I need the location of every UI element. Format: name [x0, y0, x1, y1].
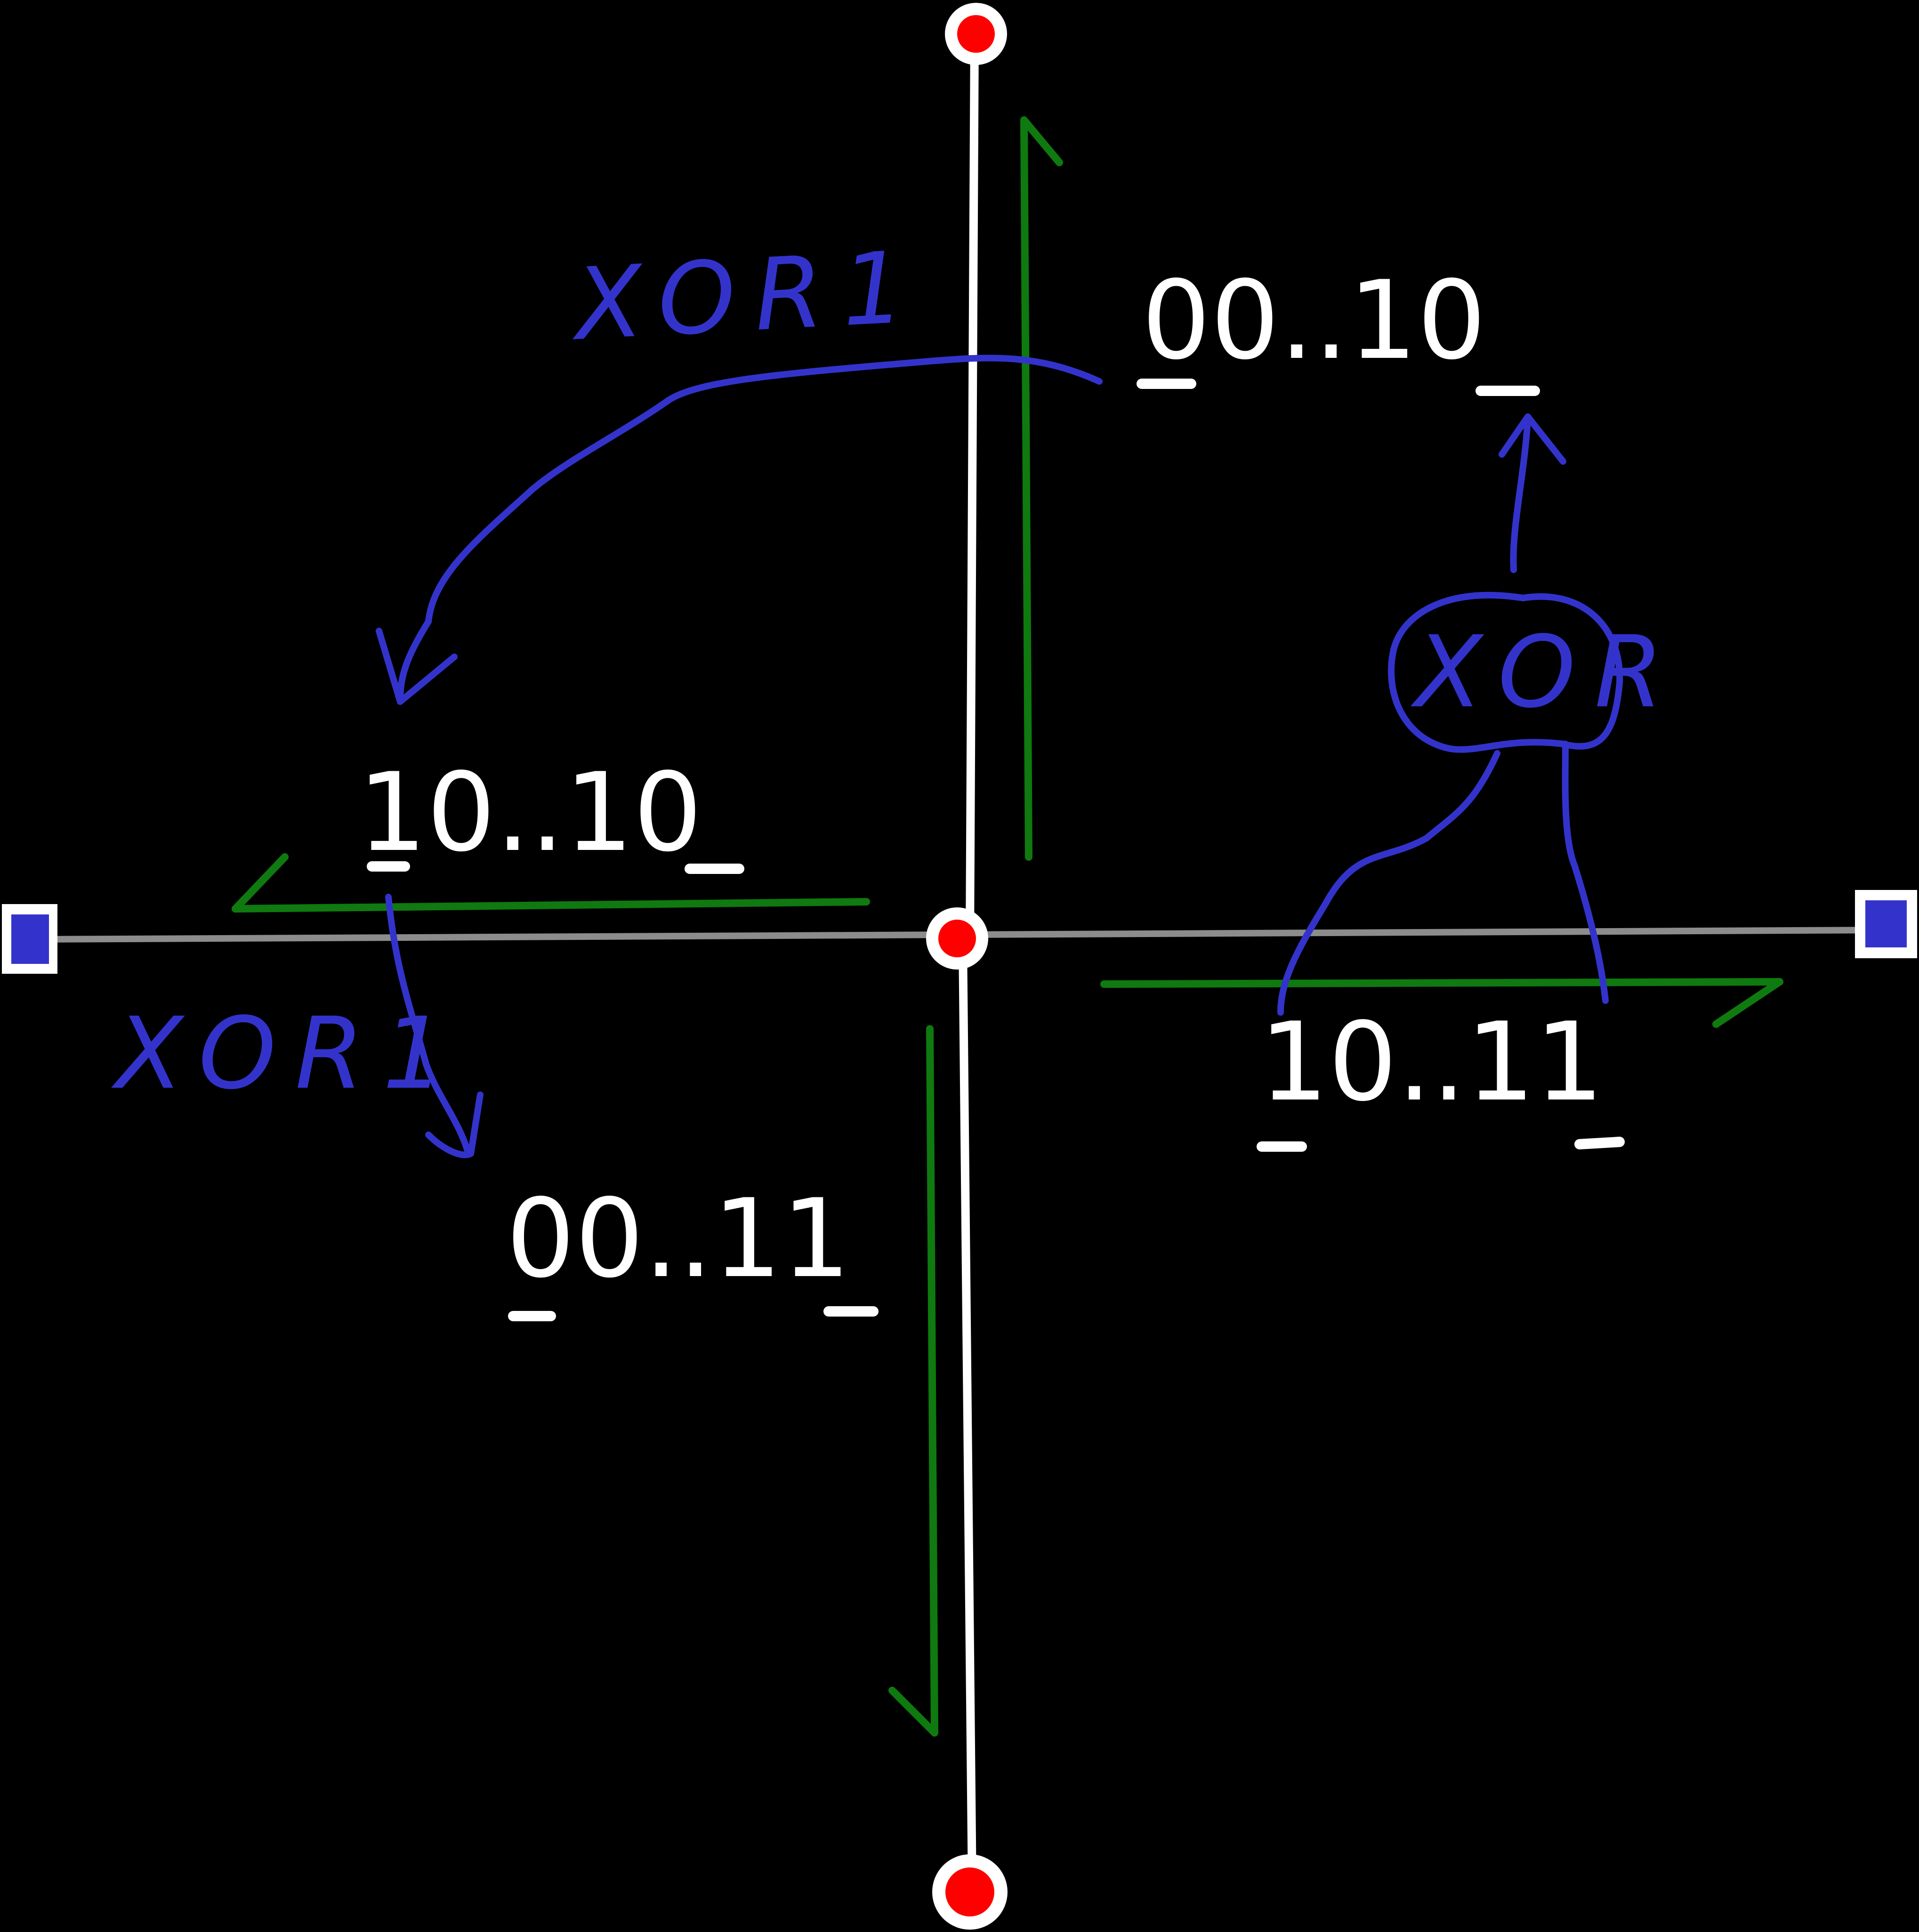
- blue-square-handle-icon[interactable]: [2, 904, 57, 974]
- bits-underline-right-last: [1574, 1137, 1625, 1149]
- blue-arrow-xor1-lower: [385, 894, 484, 1158]
- bits-label-left: 10..10: [358, 750, 702, 876]
- xor-circle-label: XOR: [1410, 614, 1682, 730]
- bits-label-top-right: 00..10: [1142, 258, 1486, 384]
- red-dot-icon[interactable]: [926, 907, 988, 970]
- blue-xor-inputs: [1277, 741, 1609, 1016]
- green-arrow-left: [232, 853, 870, 913]
- green-arrow-up: [1020, 116, 1063, 861]
- blue-arrow-xor1-upper: [376, 355, 1103, 705]
- vertical-axis-upper: [966, 31, 979, 944]
- bits-label-bottom-left: 00..11: [506, 1176, 851, 1302]
- green-arrow-down: [888, 1025, 938, 1737]
- red-dot-icon[interactable]: [932, 1854, 1008, 1930]
- blue-square-handle-icon[interactable]: [1855, 890, 1917, 958]
- blue-arrow-xor-output: [1499, 413, 1566, 573]
- green-arrow-right: [1100, 978, 1783, 1028]
- vertical-axis-lower: [959, 938, 976, 1892]
- blue-xor-circle: [1388, 591, 1623, 753]
- xor1-label-upper: XOR1: [567, 229, 927, 363]
- red-dot-icon[interactable]: [945, 3, 1007, 65]
- xor1-label-lower: XOR1: [111, 996, 464, 1111]
- bits-label-right: 10..11: [1259, 1000, 1604, 1125]
